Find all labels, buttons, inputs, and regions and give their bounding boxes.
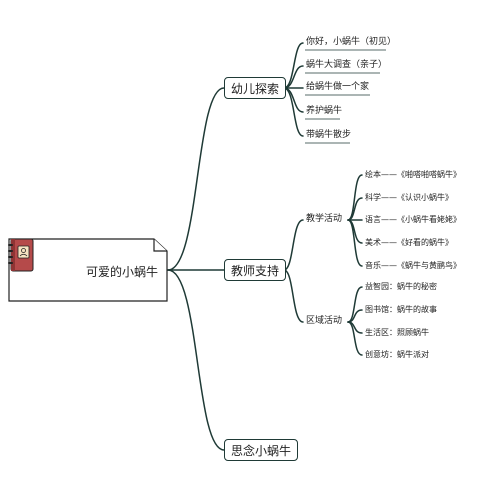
explore-item-3[interactable]: 给蜗牛做一个家 — [306, 82, 370, 92]
connector-teacher-teaching — [283, 219, 304, 271]
teaching-item-3[interactable]: 语言——《小蜗牛看姥姥》 — [365, 215, 461, 224]
connector-teaching-4 — [347, 219, 363, 244]
teaching-item-4[interactable]: 美术——《好看的蜗牛》 — [365, 238, 453, 247]
notebook-icon — [8, 238, 34, 272]
teaching-item-5[interactable]: 音乐——《蜗牛与黄鹂鸟》 — [365, 261, 461, 270]
explore-item-5[interactable]: 带蜗牛散步 — [306, 130, 352, 140]
area-item-3[interactable]: 生活区：照顾蜗牛 — [365, 328, 429, 337]
root-card-shape — [8, 238, 168, 302]
area-item-4[interactable]: 创意坊：蜗牛派对 — [365, 350, 429, 359]
teaching-activities[interactable]: 教学活动 — [306, 214, 343, 224]
connector-explore-1 — [283, 42, 304, 89]
teaching-item-2[interactable]: 科学——《认识小蜗牛》 — [365, 193, 453, 202]
area-item-1[interactable]: 益智园：蜗牛的秘密 — [365, 282, 437, 291]
connector-teacher-area — [283, 269, 304, 323]
root-node[interactable]: 可爱的小蜗牛 — [8, 238, 168, 302]
connector-root-explore — [167, 87, 225, 271]
connector-teaching-2 — [347, 197, 363, 221]
connector-teaching-1 — [347, 174, 363, 221]
connector-teaching-5 — [347, 219, 363, 267]
explore-item-1[interactable]: 你好，小蜗牛（初见） — [306, 37, 397, 47]
branch-teacher-support[interactable]: 教师支持 — [224, 259, 287, 281]
explore-item-4[interactable]: 养护蜗牛 — [306, 106, 343, 116]
branch-explore[interactable]: 幼儿探索 — [224, 77, 287, 99]
connector-root-miss — [167, 269, 225, 451]
connector-explore-5 — [283, 87, 304, 137]
area-item-2[interactable]: 图书馆：蜗牛的故事 — [365, 305, 437, 314]
root-label: 可爱的小蜗牛 — [86, 265, 159, 279]
explore-item-2[interactable]: 蜗牛大调查（亲子） — [306, 60, 388, 70]
area-activities[interactable]: 区域活动 — [306, 316, 343, 326]
teaching-item-1[interactable]: 绘本——《啪嗒啪嗒蜗牛》 — [365, 170, 461, 179]
branch-miss-snail[interactable]: 思念小蜗牛 — [224, 439, 299, 461]
connector-area-4 — [347, 321, 363, 356]
